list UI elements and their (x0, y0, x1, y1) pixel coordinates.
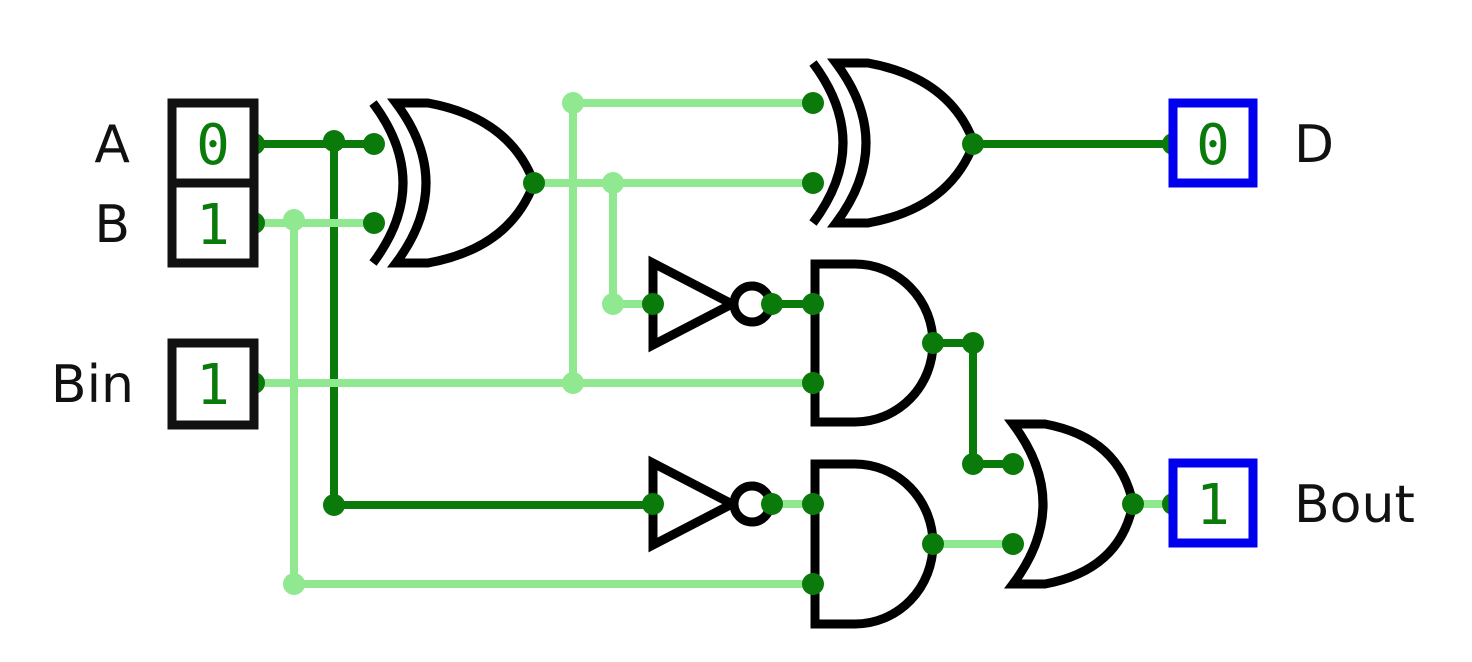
xor-gate-1 (369, 98, 539, 268)
and-gate-2 (810, 459, 938, 629)
output-pin-bout: 1 (1168, 458, 1258, 548)
input-a-label: A (94, 115, 130, 175)
output-bout-value: 1 (1196, 473, 1230, 538)
input-bin-value: 1 (196, 353, 230, 418)
not-gate-2 (648, 455, 775, 553)
output-pin-d: 0 (1168, 98, 1258, 188)
or-gate (1004, 419, 1138, 589)
input-pin-bin[interactable]: 1 (167, 338, 259, 430)
output-d-label: D (1294, 115, 1334, 175)
input-bin-label: Bin (51, 355, 134, 415)
wire-xor1-to-not1 (609, 179, 657, 308)
output-bout-label: Bout (1294, 475, 1415, 535)
wire-b-branch-down (290, 216, 817, 588)
wire-and1-to-or (929, 339, 1017, 468)
not-gate-1 (648, 255, 775, 353)
output-d-value: 0 (1196, 113, 1230, 178)
input-b-value: 1 (196, 193, 230, 258)
input-pin-b[interactable]: 1 (167, 178, 259, 268)
input-pin-a[interactable]: 0 (167, 98, 259, 188)
input-b-label: B (94, 195, 130, 255)
and-gate-1 (810, 259, 938, 427)
xor-gate-2 (809, 58, 979, 228)
input-a-value: 0 (196, 113, 230, 178)
